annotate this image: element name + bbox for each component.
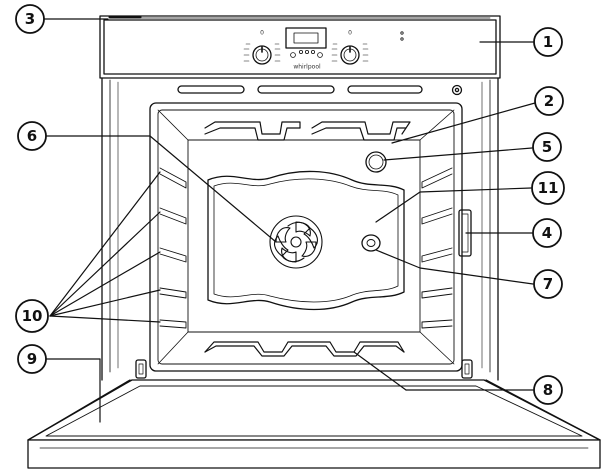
svg-text:9: 9	[27, 350, 37, 368]
oven-door	[27, 379, 601, 469]
callout-5: 5	[532, 132, 562, 162]
probe-socket	[361, 234, 381, 252]
timer-buttons[interactable]	[290, 50, 323, 58]
oven-lamp	[365, 151, 387, 173]
callout-6: 6	[17, 121, 47, 151]
svg-text:10: 10	[22, 307, 43, 325]
callouts: 1 2 3 4 5 6 7 8 9 10 11	[15, 4, 565, 405]
left-knob-mark: 0	[260, 30, 264, 37]
oven-cavity	[149, 102, 463, 372]
callout-9: 9	[17, 344, 47, 374]
convection-fan	[269, 215, 323, 269]
top-heating-element	[204, 121, 411, 141]
svg-text:3: 3	[25, 10, 35, 28]
callout-7: 7	[533, 269, 563, 299]
callout-10: 10	[15, 299, 49, 333]
callout-4: 4	[532, 218, 562, 248]
brand-label: whirlpool	[293, 64, 321, 71]
right-rack-guides	[421, 167, 453, 329]
oven-body	[99, 15, 501, 381]
svg-text:11: 11	[538, 179, 559, 197]
callout-1: 1	[533, 27, 563, 57]
svg-text:1: 1	[543, 33, 553, 51]
svg-text:2: 2	[544, 92, 554, 110]
callout-8: 8	[533, 375, 563, 405]
leader-lines	[43, 18, 536, 423]
left-rack-guides	[159, 167, 187, 329]
svg-text:6: 6	[27, 127, 37, 145]
callout-2: 2	[534, 86, 564, 116]
callout-11: 11	[531, 171, 565, 205]
right-knob-mark: 0	[348, 30, 352, 37]
right-knob[interactable]: 0	[331, 30, 369, 65]
svg-text:7: 7	[543, 275, 553, 293]
left-knob[interactable]: 0	[243, 30, 281, 65]
svg-text:8: 8	[543, 381, 553, 399]
control-panel	[99, 15, 501, 79]
clock-display	[285, 27, 327, 49]
door-hinges	[135, 359, 473, 379]
svg-text:4: 4	[542, 224, 552, 242]
back-panel	[207, 170, 405, 311]
vent-slots	[177, 84, 463, 96]
callout-3: 3	[15, 4, 45, 34]
control-panel-contents: 0 whirlpool 0	[243, 27, 404, 71]
bottom-heating-element	[204, 341, 405, 357]
svg-text:5: 5	[542, 138, 552, 156]
